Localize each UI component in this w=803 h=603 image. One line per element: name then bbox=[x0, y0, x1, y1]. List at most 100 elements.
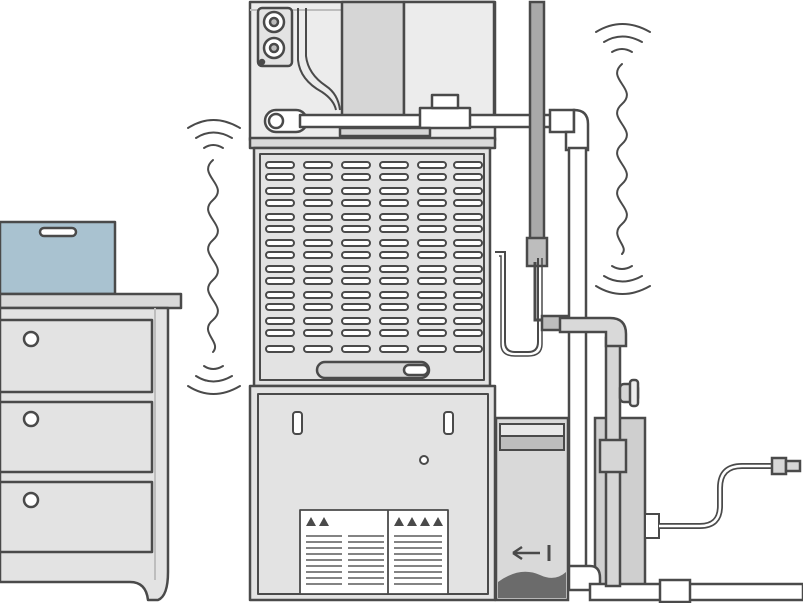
flue-pipe bbox=[525, 0, 572, 332]
louver-slot bbox=[379, 161, 409, 169]
louver-slot bbox=[341, 225, 371, 233]
louver-slot bbox=[265, 291, 295, 299]
louver-slot bbox=[379, 251, 409, 259]
louver-slot bbox=[265, 199, 295, 207]
louver-slot bbox=[265, 265, 295, 273]
louver-slot bbox=[265, 329, 295, 337]
louver-slot bbox=[417, 303, 447, 311]
louver-slot bbox=[341, 199, 371, 207]
gas-valve-controls bbox=[256, 6, 341, 111]
sound-wave-icon bbox=[595, 23, 651, 295]
louver-slot bbox=[417, 161, 447, 169]
louver-slot bbox=[265, 303, 295, 311]
side-cabinet bbox=[0, 220, 183, 602]
louver-slot bbox=[417, 199, 447, 207]
louver-slot bbox=[341, 345, 371, 353]
warning-triangle-icon bbox=[306, 517, 443, 526]
louver-slot bbox=[417, 213, 447, 221]
cabinet-drawer bbox=[0, 480, 154, 554]
louver-slot bbox=[341, 173, 371, 181]
louver-slot bbox=[453, 303, 483, 311]
louver-slot bbox=[453, 199, 483, 207]
louver-slot bbox=[379, 277, 409, 285]
warning-label bbox=[299, 509, 449, 595]
louver-slot bbox=[379, 303, 409, 311]
louver-slot bbox=[417, 239, 447, 247]
louver-slot bbox=[379, 317, 409, 325]
louver-slot bbox=[417, 187, 447, 195]
louver-slot bbox=[341, 317, 371, 325]
louver-slot bbox=[303, 199, 333, 207]
louver-slot bbox=[303, 225, 333, 233]
louver-slot bbox=[265, 225, 295, 233]
louver-slot bbox=[379, 239, 409, 247]
louver-slot bbox=[265, 187, 295, 195]
louver-slot bbox=[341, 213, 371, 221]
louver-slot bbox=[453, 265, 483, 273]
louver-slot bbox=[303, 317, 333, 325]
check-valve bbox=[618, 378, 640, 408]
louver-slot bbox=[417, 329, 447, 337]
louver-slot bbox=[379, 173, 409, 181]
pvc-drain-pipes bbox=[548, 108, 803, 603]
louver-slot bbox=[453, 277, 483, 285]
louver-slot bbox=[265, 213, 295, 221]
louver-slot bbox=[303, 303, 333, 311]
furnace bbox=[248, 0, 557, 602]
burner-manifold bbox=[263, 93, 557, 138]
louver-slot bbox=[265, 345, 295, 353]
louver-slot bbox=[341, 161, 371, 169]
cable-plug bbox=[770, 456, 788, 476]
louver-slot bbox=[379, 329, 409, 337]
louver-slot bbox=[453, 187, 483, 195]
arrow-left-icon bbox=[512, 545, 551, 561]
louver-slot bbox=[379, 199, 409, 207]
sound-wave-icon bbox=[187, 119, 241, 395]
louver-slot bbox=[453, 251, 483, 259]
louver-slot bbox=[341, 303, 371, 311]
louver-slot bbox=[265, 251, 295, 259]
louver-slot bbox=[379, 345, 409, 353]
pump-water bbox=[498, 571, 566, 598]
cabinet-drawer bbox=[0, 400, 154, 474]
louver-slot bbox=[341, 329, 371, 337]
drawer-knob bbox=[22, 491, 40, 509]
louver-slot bbox=[453, 225, 483, 233]
louver-slot bbox=[303, 213, 333, 221]
drawer-knob bbox=[22, 410, 40, 428]
louver-slot bbox=[417, 173, 447, 181]
louver-slot bbox=[265, 277, 295, 285]
louver-slot bbox=[379, 291, 409, 299]
louver-slot bbox=[303, 277, 333, 285]
louver-vents bbox=[265, 161, 483, 353]
louver-slot bbox=[453, 161, 483, 169]
louver-slot bbox=[265, 161, 295, 169]
louver-slot bbox=[453, 317, 483, 325]
louver-slot bbox=[303, 161, 333, 169]
louver-slot bbox=[303, 265, 333, 273]
louver-slot bbox=[341, 187, 371, 195]
louver-slot bbox=[417, 251, 447, 259]
louver-slot bbox=[303, 345, 333, 353]
louver-slot bbox=[379, 265, 409, 273]
louver-slot bbox=[303, 173, 333, 181]
louver-slot bbox=[417, 291, 447, 299]
louver-slot bbox=[379, 213, 409, 221]
louver-slot bbox=[379, 187, 409, 195]
louver-slot bbox=[341, 251, 371, 259]
condensate-tube bbox=[495, 251, 543, 357]
louver-slot bbox=[379, 225, 409, 233]
louver-slot bbox=[453, 345, 483, 353]
louver-slot bbox=[341, 291, 371, 299]
louver-slot bbox=[341, 277, 371, 285]
louver-slot bbox=[417, 317, 447, 325]
louver-slot bbox=[265, 239, 295, 247]
louver-slot bbox=[303, 329, 333, 337]
panel-screw bbox=[419, 455, 429, 465]
louver-slot bbox=[303, 251, 333, 259]
louver-slot bbox=[453, 239, 483, 247]
louver-slot bbox=[453, 291, 483, 299]
panel-latch bbox=[292, 411, 454, 435]
louver-slot bbox=[453, 329, 483, 337]
